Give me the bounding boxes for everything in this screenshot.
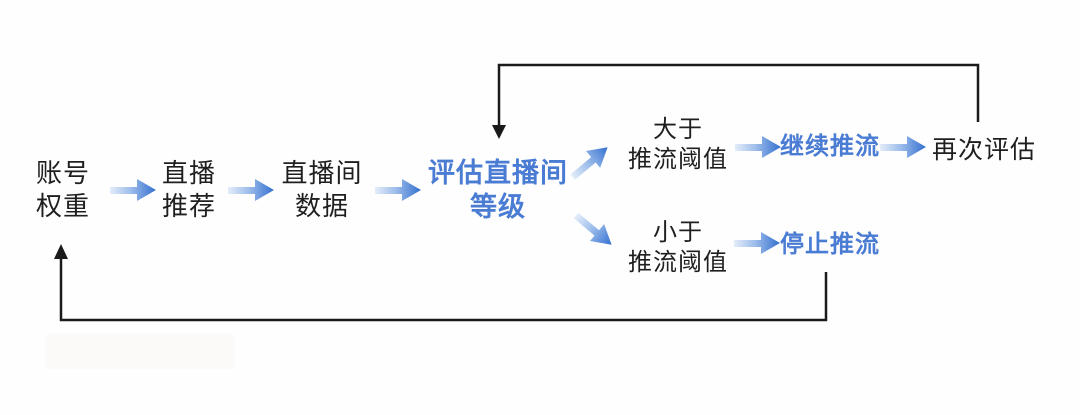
node-live-recommendation-line2: 推荐: [161, 191, 216, 221]
branch-down-arrow-icon: [569, 206, 619, 254]
node-below-threshold-line2: 推流阈值: [628, 249, 728, 276]
node-account-weight-line2: 权重: [35, 191, 90, 221]
node-liveroom-data-line2: 数据: [294, 191, 349, 221]
node-liveroom-data-line1: 直播间: [281, 158, 363, 188]
node-below-threshold: 小于 推流阈值: [618, 218, 738, 278]
node-account-weight-line1: 账号: [35, 158, 90, 188]
node-above-threshold-line1: 大于: [653, 116, 703, 143]
node-below-threshold-line1: 小于: [653, 219, 703, 246]
flow-arrow-icon: [375, 179, 421, 201]
node-evaluate-liveroom-level-line2: 等级: [470, 192, 526, 222]
flow-arrow-icon: [734, 232, 780, 254]
node-evaluate-liveroom-level-line1: 评估直播间: [428, 158, 568, 188]
node-above-threshold-line2: 推流阈值: [628, 146, 728, 173]
node-account-weight: 账号 权重: [13, 157, 113, 223]
node-liveroom-data: 直播间 数据: [272, 157, 372, 223]
feedback-loop-bottom-arrowhead-icon: [54, 244, 68, 259]
node-continue-push-label: 继续推流: [780, 133, 880, 160]
node-evaluate-liveroom-level: 评估直播间 等级: [423, 156, 573, 224]
node-live-recommendation: 直播 推荐: [139, 157, 239, 223]
flow-arrow-icon: [228, 179, 274, 201]
node-stop-push-label: 停止推流: [780, 231, 880, 258]
node-re-evaluate: 再次评估: [924, 135, 1044, 165]
flow-arrow-icon: [880, 136, 926, 158]
watermark: [45, 333, 235, 369]
node-continue-push: 继续推流: [775, 132, 885, 162]
node-above-threshold: 大于 推流阈值: [618, 115, 738, 175]
feedback-loop-top-line: [497, 63, 980, 128]
node-stop-push: 停止推流: [775, 230, 885, 260]
feedback-loop-top-arrowhead-icon: [492, 125, 506, 139]
node-live-recommendation-line1: 直播: [161, 158, 216, 188]
node-re-evaluate-label: 再次评估: [931, 136, 1036, 164]
